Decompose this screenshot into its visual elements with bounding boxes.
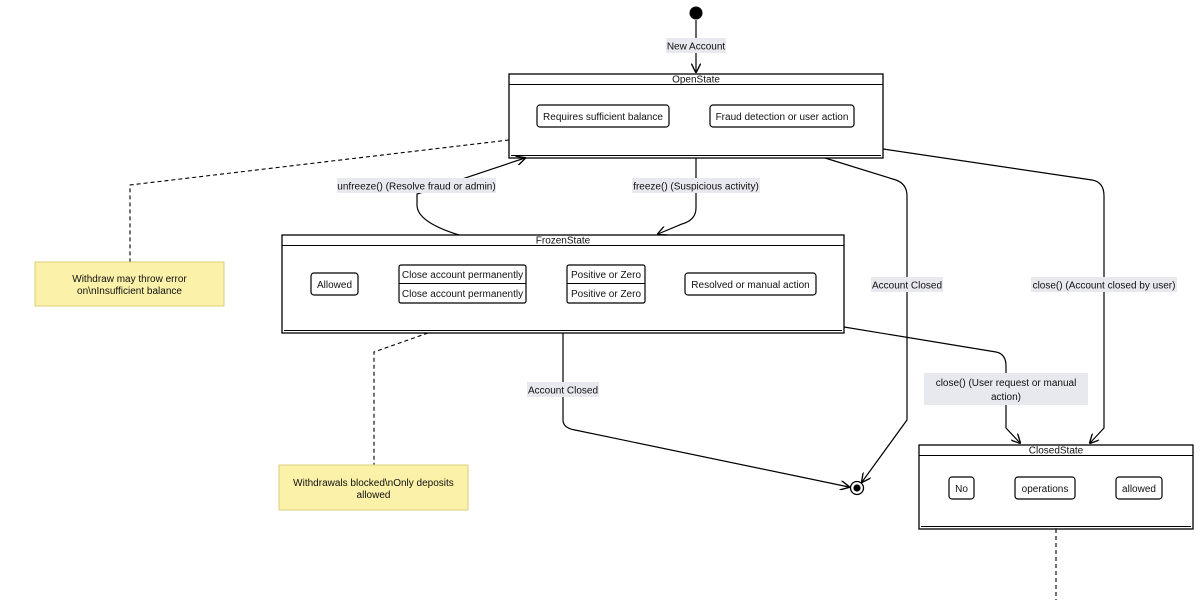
edge-frozen-close: [843, 326, 1020, 443]
edge-label-open-close: close() (Account closed by user): [1033, 281, 1176, 292]
edge-open-account-closed: [824, 157, 908, 482]
note-open-state-line1: Withdraw may throw error: [72, 274, 187, 285]
edge-label-new-account: New Account: [667, 42, 726, 53]
frozen-state-item: Close account permanently: [402, 289, 523, 300]
note-open-state: [34, 261, 225, 307]
frozen-state-item: Positive or Zero: [571, 270, 641, 281]
edge-label-frozen-close-line1: close() (User request or manual: [936, 378, 1077, 389]
frozen-state-item-box: [310, 272, 359, 296]
open-state[interactable]: OpenState Requires sufficient balance Fr…: [508, 73, 884, 159]
edge-label-frozen-account-closed: Account Closed: [528, 386, 598, 397]
open-state-item: Fraud detection or user action: [716, 112, 849, 123]
open-state-item-box: [709, 104, 855, 128]
frozen-state-item: Positive or Zero: [571, 289, 641, 300]
frozen-state-item: Allowed: [317, 280, 352, 291]
edge-label-bg-open-account-closed: [871, 277, 943, 292]
note-open-state-line2: on\nInsufficient balance: [77, 286, 182, 297]
closed-state-item: allowed: [1122, 484, 1156, 495]
note-connector-frozen: [373, 332, 429, 465]
edge-label-frozen-close-line2: action): [991, 392, 1021, 403]
closed-state-item: No: [955, 484, 968, 495]
note-connector-open: [129, 139, 510, 262]
edge-label-freeze: freeze() (Suspicious activity): [633, 182, 759, 193]
closed-state-item-box: [948, 476, 975, 500]
closed-state-item: operations: [1022, 484, 1069, 495]
edge-freeze: [658, 158, 697, 234]
closed-state-title: ClosedState: [1029, 446, 1084, 457]
final-state: [849, 480, 865, 496]
edge-label-unfreeze: unfreeze() (Resolve fraud or admin): [337, 182, 495, 193]
frozen-state-title: FrozenState: [536, 236, 591, 247]
edge-frozen-account-closed: [562, 333, 849, 487]
frozen-state-item: Close account permanently: [402, 270, 523, 281]
frozen-state-item-box: [684, 272, 817, 296]
note-frozen-state-line1: Withdrawals blocked\nOnly deposits: [293, 478, 454, 489]
open-state-item: Requires sufficient balance: [543, 112, 663, 123]
edge-label-open-account-closed: Account Closed: [872, 281, 942, 292]
open-state-title: OpenState: [672, 75, 720, 86]
closed-state-item-box: [1115, 476, 1163, 500]
edge-label-bg-freeze: [632, 178, 760, 193]
closed-state-item-box: [1014, 476, 1076, 500]
edge-unfreeze: [416, 158, 525, 236]
edge-label-bg-unfreeze: [337, 178, 496, 193]
edge-label-bg-frozen-close: [924, 373, 1088, 405]
closed-state[interactable]: ClosedState No operations allowed: [918, 444, 1194, 530]
edge-label-bg-open-close: [1031, 277, 1177, 292]
open-state-item-box: [536, 104, 670, 128]
edge-label-bg-new-account: [666, 38, 726, 53]
initial-state: [689, 6, 703, 20]
note-frozen-state: [278, 464, 469, 511]
edge-open-close: [882, 148, 1105, 443]
frozen-state-item: Resolved or manual action: [691, 280, 809, 291]
frozen-state[interactable]: FrozenState Allowed Close account perman…: [281, 234, 845, 334]
edge-label-bg-frozen-account-closed: [527, 382, 599, 397]
note-frozen-state-line2: allowed: [357, 490, 391, 501]
